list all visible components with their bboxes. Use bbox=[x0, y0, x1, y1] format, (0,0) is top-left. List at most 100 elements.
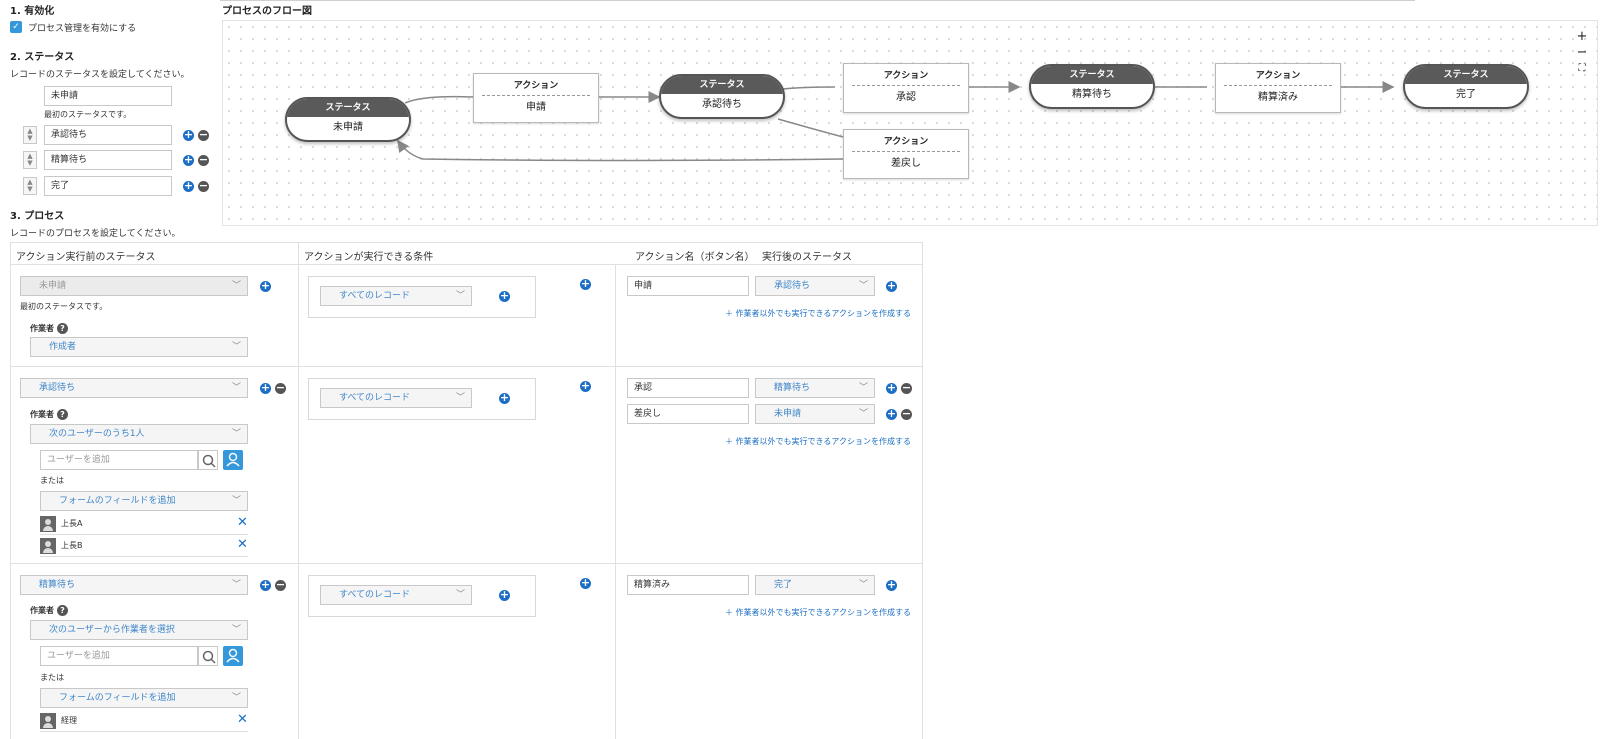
select-value: 承認待ち bbox=[774, 281, 811, 291]
next-status-select[interactable]: 未申請﹀ bbox=[755, 404, 875, 424]
add-status-button[interactable]: + bbox=[183, 179, 194, 192]
select-value: 次のユーザーのうち1人 bbox=[49, 429, 145, 439]
chevron-down-icon: ﹀ bbox=[231, 383, 241, 393]
create-action-link[interactable]: ＋ 作業者以外でも実行できるアクションを作成する bbox=[725, 309, 911, 318]
next-status-select[interactable]: 精算待ち﹀ bbox=[755, 378, 875, 398]
enable-process-checkbox[interactable]: ✓ bbox=[10, 21, 22, 33]
col-header-action-name: アクション名（ボタン名） bbox=[635, 252, 755, 263]
search-button[interactable] bbox=[198, 450, 218, 470]
action-name-input[interactable]: 精算済み bbox=[627, 575, 749, 595]
remove-status-button[interactable]: − bbox=[198, 128, 209, 141]
add-action-row-button[interactable]: + bbox=[886, 381, 897, 394]
action-name-input[interactable]: 申請 bbox=[627, 276, 749, 296]
select-value: すべてのレコード bbox=[339, 393, 411, 403]
help-icon[interactable]: ? bbox=[57, 323, 68, 334]
select-value: すべてのレコード bbox=[339, 590, 411, 600]
user-name: 経理 bbox=[61, 716, 77, 725]
user-search-input[interactable]: ユーザーを追加 bbox=[40, 646, 198, 666]
condition-select[interactable]: すべてのレコード﹀ bbox=[320, 286, 472, 306]
user-icon bbox=[226, 452, 240, 467]
col-header-condition: アクションが実行できる条件 bbox=[304, 252, 434, 263]
next-status-select[interactable]: 完了﹀ bbox=[755, 575, 875, 595]
assignee-select[interactable]: 作成者﹀ bbox=[30, 337, 248, 357]
condition-select[interactable]: すべてのレコード﹀ bbox=[320, 585, 472, 605]
add-status-button[interactable]: + bbox=[183, 128, 194, 141]
or-label: または bbox=[40, 673, 64, 682]
add-condition-button[interactable]: + bbox=[499, 391, 510, 404]
action-name-input[interactable]: 承認 bbox=[627, 378, 749, 398]
search-button[interactable] bbox=[198, 646, 218, 666]
flow-action-node[interactable]: アクション 差戻し bbox=[843, 129, 969, 179]
flow-action-node[interactable]: アクション 申請 bbox=[473, 73, 599, 123]
remove-action-row-button[interactable]: − bbox=[901, 381, 912, 394]
add-condition-button[interactable]: + bbox=[499, 289, 510, 302]
add-action-row-button[interactable]: + bbox=[886, 578, 897, 591]
zoom-out-button[interactable]: − bbox=[1576, 45, 1588, 60]
remove-user-icon[interactable]: ✕ bbox=[237, 712, 248, 727]
flow-canvas[interactable]: ステータス 未申請 アクション 申請 ステータス 承認待ち アクション 承認 ア… bbox=[222, 20, 1598, 226]
status-input-4[interactable]: 完了 bbox=[44, 176, 172, 196]
assignee-select[interactable]: 次のユーザーから作業者を選択﹀ bbox=[30, 620, 248, 640]
flow-status-node[interactable]: ステータス 承認待ち bbox=[659, 74, 785, 119]
next-status-select[interactable]: 承認待ち﹀ bbox=[755, 276, 875, 296]
flow-status-node[interactable]: ステータス 未申請 bbox=[285, 97, 411, 142]
user-select-button[interactable] bbox=[223, 450, 243, 470]
table-border bbox=[10, 563, 923, 564]
enable-process-label: プロセス管理を有効にする bbox=[28, 24, 137, 34]
user-select-button[interactable] bbox=[223, 646, 243, 666]
condition-select[interactable]: すべてのレコード ﹀ bbox=[320, 388, 472, 408]
action-node-label: 申請 bbox=[526, 102, 546, 113]
action-name-input[interactable]: 差戻し bbox=[627, 404, 749, 424]
help-icon[interactable]: ? bbox=[57, 605, 68, 616]
or-label: または bbox=[40, 476, 64, 485]
section3-title: 3. プロセス bbox=[10, 211, 65, 222]
before-status-select[interactable]: 精算待ち﹀ bbox=[20, 575, 248, 595]
flow-status-node[interactable]: ステータス 精算待ち bbox=[1029, 64, 1155, 109]
remove-status-button[interactable]: − bbox=[198, 179, 209, 192]
status-input-2[interactable]: 承認待ち bbox=[44, 125, 172, 145]
before-status-select: 未申請﹀ bbox=[20, 276, 248, 296]
fit-to-screen-button[interactable]: ⛶ bbox=[1578, 63, 1586, 74]
remove-action-row-button[interactable]: − bbox=[901, 407, 912, 420]
remove-row-button[interactable]: − bbox=[275, 381, 286, 394]
remove-user-icon[interactable]: ✕ bbox=[237, 515, 248, 530]
chevron-down-icon: ﹀ bbox=[858, 580, 868, 590]
chevron-down-icon: ﹀ bbox=[231, 429, 241, 439]
sort-handle[interactable]: ▲▼ bbox=[23, 177, 37, 195]
sort-handle[interactable]: ▲▼ bbox=[23, 151, 37, 169]
help-icon[interactable]: ? bbox=[57, 409, 68, 420]
assignee-select[interactable]: 次のユーザーのうち1人 ﹀ bbox=[30, 424, 248, 444]
flow-status-node[interactable]: ステータス 完了 bbox=[1403, 64, 1529, 109]
assignee-label: 作業者? bbox=[30, 605, 68, 616]
add-row-button[interactable]: + bbox=[260, 381, 271, 394]
status-input-first[interactable]: 未申請 bbox=[44, 86, 172, 106]
add-row-button[interactable]: + bbox=[260, 578, 271, 591]
action-node-header: アクション bbox=[852, 130, 960, 152]
add-action-button[interactable]: + bbox=[580, 576, 591, 589]
sort-handle[interactable]: ▲▼ bbox=[23, 126, 37, 144]
remove-status-button[interactable]: − bbox=[198, 153, 209, 166]
zoom-in-button[interactable]: + bbox=[1576, 29, 1588, 44]
section2-description: レコードのステータスを設定してください。 bbox=[10, 70, 190, 80]
add-action-row-button[interactable]: + bbox=[886, 279, 897, 292]
add-action-button[interactable]: + bbox=[580, 379, 591, 392]
create-action-link[interactable]: ＋ 作業者以外でも実行できるアクションを作成する bbox=[725, 608, 911, 617]
chevron-down-icon: ﹀ bbox=[455, 393, 465, 403]
add-action-row-button[interactable]: + bbox=[886, 407, 897, 420]
add-status-button[interactable]: + bbox=[183, 153, 194, 166]
user-search-input[interactable]: ユーザーを追加 bbox=[40, 450, 198, 470]
remove-row-button[interactable]: − bbox=[275, 578, 286, 591]
assignee-label-text: 作業者 bbox=[30, 410, 54, 419]
before-status-select[interactable]: 承認待ち﹀ bbox=[20, 378, 248, 398]
add-field-select[interactable]: フォームのフィールドを追加﹀ bbox=[40, 688, 248, 708]
flow-action-node[interactable]: アクション 承認 bbox=[843, 63, 969, 113]
add-action-button[interactable]: + bbox=[580, 277, 591, 290]
select-value: フォームのフィールドを追加 bbox=[59, 693, 176, 703]
remove-user-icon[interactable]: ✕ bbox=[237, 537, 248, 552]
status-input-3[interactable]: 精算待ち bbox=[44, 150, 172, 170]
add-field-select[interactable]: フォームのフィールドを追加﹀ bbox=[40, 491, 248, 511]
add-condition-button[interactable]: + bbox=[499, 588, 510, 601]
create-action-link[interactable]: ＋ 作業者以外でも実行できるアクションを作成する bbox=[725, 437, 911, 446]
flow-action-node[interactable]: アクション 精算済み bbox=[1215, 63, 1341, 113]
add-row-button[interactable]: + bbox=[260, 279, 271, 292]
